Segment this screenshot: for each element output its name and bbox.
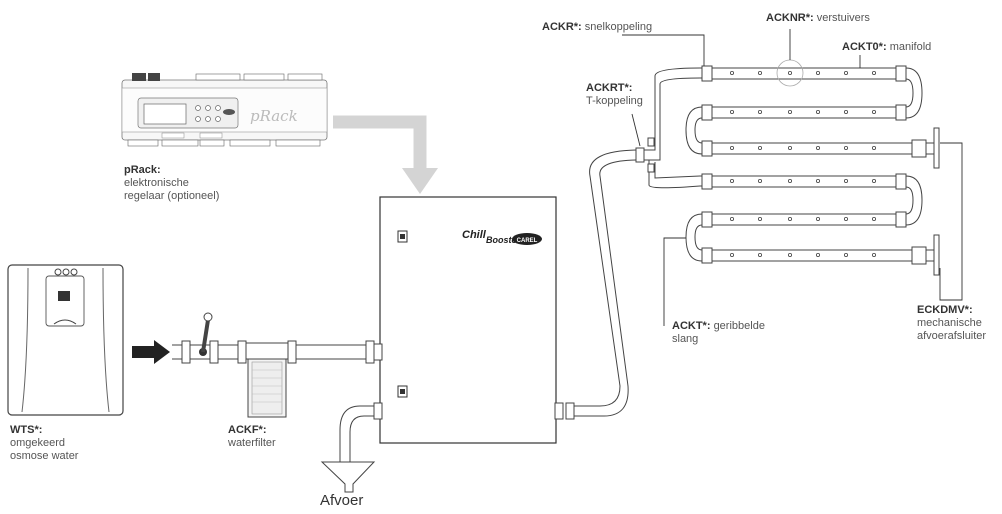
label-ackrt: ACKRT*:T-koppeling	[586, 82, 643, 107]
label-drain: Afvoer	[320, 492, 364, 509]
prack-controller: pRack	[121, 73, 328, 147]
nozzles	[730, 59, 877, 257]
t-coupling	[635, 67, 705, 189]
drain-funnel	[320, 461, 376, 493]
manifold-bars	[685, 65, 940, 276]
label-acknr: ACKNR*: verstuivers	[766, 12, 870, 24]
outlet-hose	[565, 149, 641, 420]
booster-text: Booster	[486, 235, 521, 245]
wts-unit	[7, 264, 124, 416]
ball-valve	[181, 312, 219, 364]
prack-logo-text: pRack	[250, 107, 298, 125]
chill-text: Chill	[462, 229, 487, 241]
water-filter	[237, 340, 375, 418]
carel-logo-text: CAREL	[517, 238, 538, 244]
label-ackt0: ACKT0*: manifold	[842, 41, 932, 53]
label-ackf: ACKF*:waterfilter	[228, 424, 276, 449]
signal-arrow	[333, 115, 438, 194]
chillbooster-cabinet: Chill Booster CAREL	[373, 196, 564, 444]
inlet-arrow	[132, 340, 170, 364]
label-ackr: ACKR*: snelkoppeling	[542, 21, 653, 33]
drain-pipe	[339, 405, 376, 462]
leader-lines	[622, 29, 963, 326]
